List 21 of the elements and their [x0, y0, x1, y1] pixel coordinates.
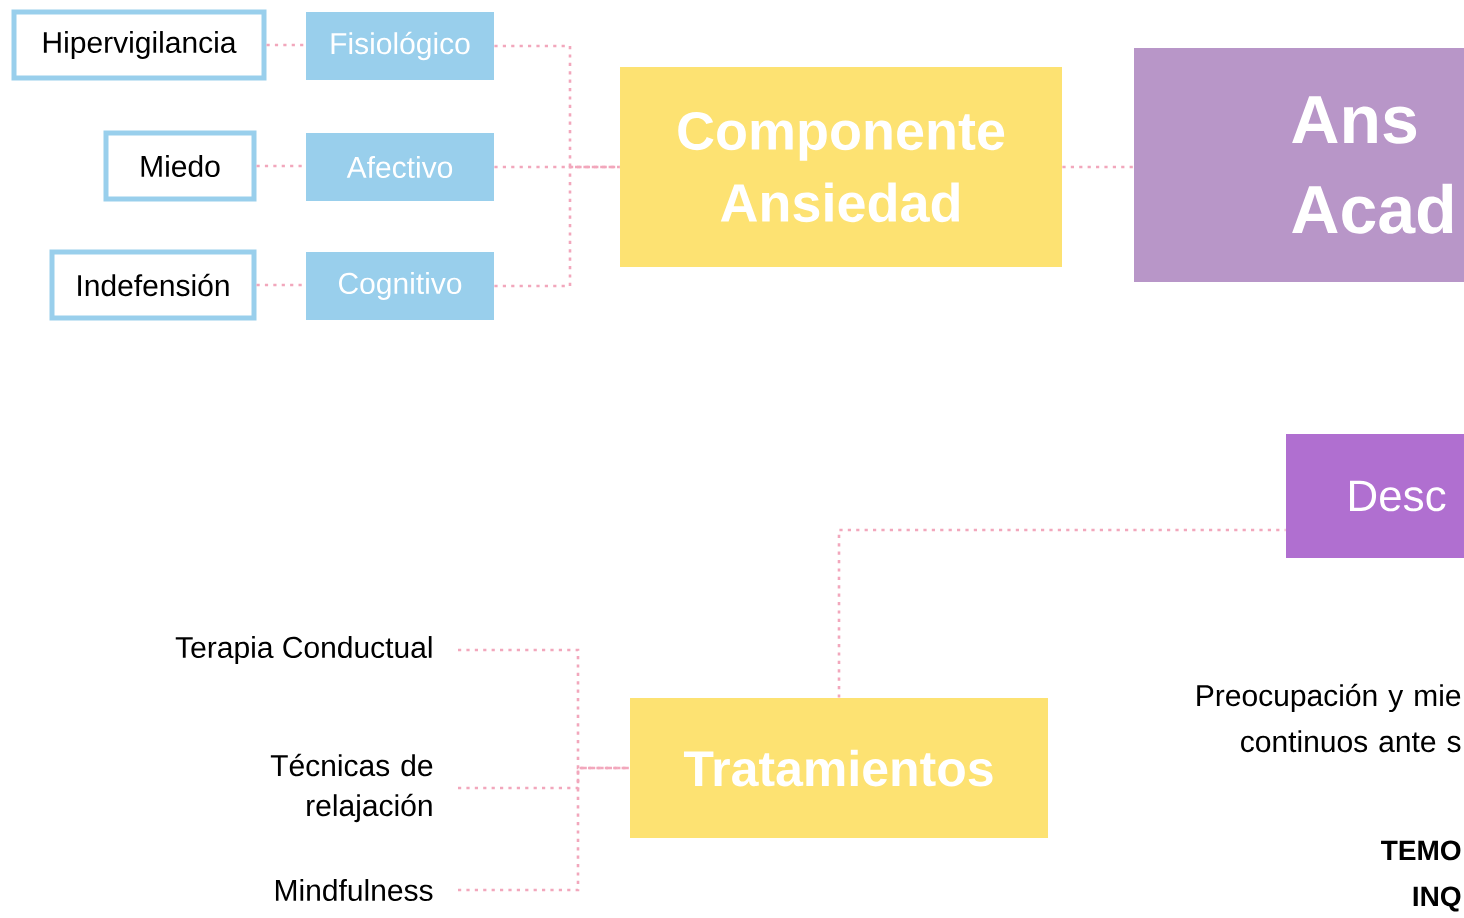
- term-box: Miedo: [103, 130, 257, 202]
- category-box: Afectivo: [306, 133, 494, 201]
- heading-box: Desc: [1286, 434, 1464, 558]
- title-box: Ans Acad: [1134, 48, 1464, 282]
- connector: [266, 43, 306, 47]
- connector: [494, 165, 620, 288]
- description-text: Preocupación y mie continuos ante s: [1197, 683, 1461, 753]
- concept-box: Componente Ansiedad: [620, 67, 1062, 267]
- connector: [494, 44, 620, 169]
- category-box: Fisiológico: [306, 12, 494, 80]
- list-text: Terapia Conductual: [175, 636, 432, 664]
- concept-box: Tratamientos: [630, 698, 1048, 838]
- connector: [837, 528, 1286, 698]
- keyword-text: TEMO INQ: [1381, 840, 1461, 912]
- term-box: Hipervigilancia: [11, 9, 267, 81]
- connector: [458, 648, 630, 770]
- list-text: Mindfulness: [275, 879, 433, 901]
- list-text: Técnicas de relajación: [270, 753, 433, 823]
- connector: [1062, 165, 1134, 169]
- category-box: Cognitivo: [306, 252, 494, 320]
- term-box: Indefensión: [49, 249, 257, 321]
